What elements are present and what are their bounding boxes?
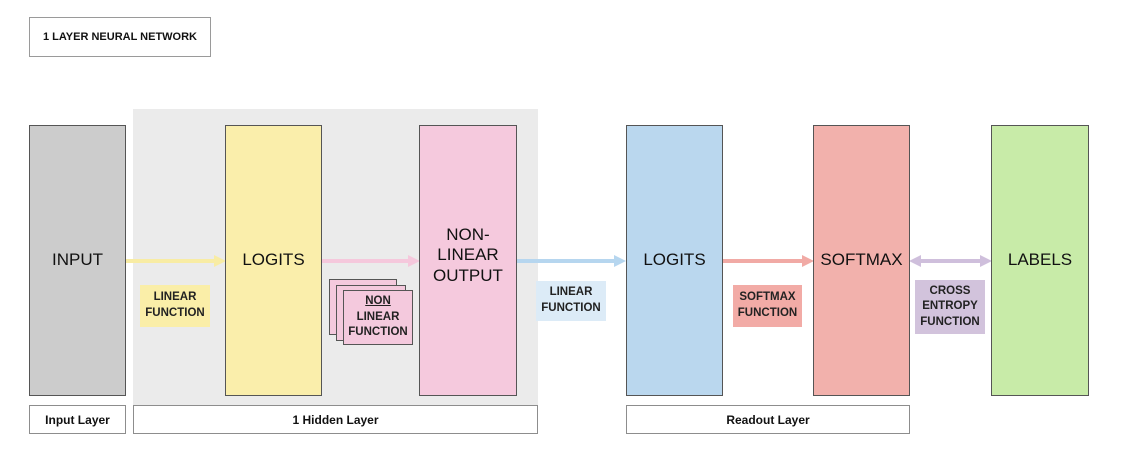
input-label: INPUT [52, 250, 103, 270]
readout-logits-label: LOGITS [643, 250, 706, 270]
softmax-box: SOFTMAX [813, 125, 910, 396]
softmax-label: SOFTMAX [820, 250, 903, 270]
linear-function-label-2: LINEAR FUNCTION [536, 281, 606, 321]
diagram-title: 1 LAYER NEURAL NETWORK [29, 17, 211, 57]
arrowhead-to-labels [980, 255, 992, 267]
nonlinear-function-top: NON [365, 295, 391, 308]
readout-logits-box: LOGITS [626, 125, 723, 396]
nonlinear-output-label: NON- LINEAR OUTPUT [433, 224, 503, 285]
hidden-layer-caption: 1 Hidden Layer [133, 405, 538, 434]
cross-entropy-function-label: CROSS ENTROPY FUNCTION [915, 280, 985, 334]
linear-function-text-2: LINEAR FUNCTION [541, 286, 601, 314]
softmax-function-text: SOFTMAX FUNCTION [737, 291, 798, 319]
arrowhead-input-to-logits [214, 255, 226, 267]
linear-function-label-1: LINEAR FUNCTION [140, 285, 210, 327]
arrowhead-logits-to-softmax [802, 255, 814, 267]
arrowhead-logits-to-nonlinear [408, 255, 420, 267]
arrowhead-nonlinear-to-logits [614, 255, 626, 267]
linear-function-text-1: LINEAR FUNCTION [145, 291, 205, 319]
nonlinear-output-box: NON- LINEAR OUTPUT [419, 125, 517, 396]
input-layer-caption: Input Layer [29, 405, 126, 434]
hidden-logits-label: LOGITS [242, 250, 305, 270]
labels-label: LABELS [1007, 250, 1073, 270]
readout-layer-caption: Readout Layer [626, 405, 910, 434]
hidden-logits-box: LOGITS [225, 125, 322, 396]
labels-box: LABELS [991, 125, 1089, 396]
softmax-function-label: SOFTMAX FUNCTION [733, 285, 802, 327]
arrowhead-to-softmax [909, 255, 921, 267]
nonlinear-function-rest: LINEAR FUNCTION [348, 310, 408, 339]
nonlinear-function-card: NON LINEAR FUNCTION [343, 290, 413, 345]
input-layer-box: INPUT [29, 125, 126, 396]
cross-entropy-function-text: CROSS ENTROPY FUNCTION [920, 284, 980, 328]
